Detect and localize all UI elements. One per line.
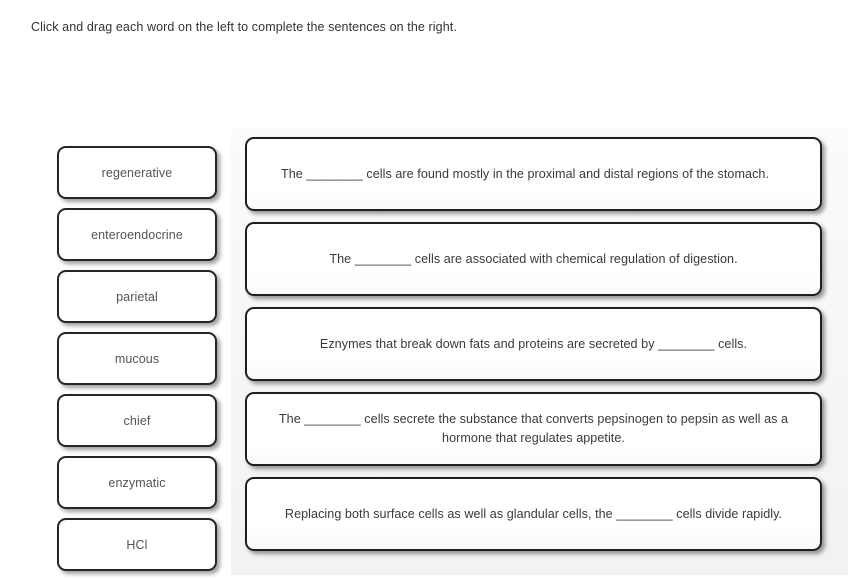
word-tile-chief[interactable]: chief xyxy=(57,394,217,447)
word-tile-label: HCl xyxy=(126,537,148,552)
word-tile-label: enzymatic xyxy=(108,475,166,490)
sentence-text: Replacing both surface cells as well as … xyxy=(284,506,783,521)
word-tile-enteroendocrine[interactable]: enteroendocrine xyxy=(57,208,217,261)
sentence-text: The ________ cells are found mostly in t… xyxy=(281,166,770,181)
sentence-text: The ________ cells are associated with c… xyxy=(329,251,738,266)
word-tile-label: enteroendocrine xyxy=(91,227,183,242)
sentence-drop-target-3[interactable]: Eznymes that break down fats and protein… xyxy=(245,307,822,381)
word-tile-label: parietal xyxy=(116,289,158,304)
word-tile-regenerative[interactable]: regenerative xyxy=(57,146,217,199)
sentence-drop-target-4[interactable]: The ________ cells secrete the substance… xyxy=(245,392,822,466)
sentence-drop-target-5[interactable]: Replacing both surface cells as well as … xyxy=(245,477,822,551)
sentence-text: The ________ cells secrete the substance… xyxy=(278,412,789,445)
instruction-text: Click and drag each word on the left to … xyxy=(31,20,457,34)
word-tile-parietal[interactable]: parietal xyxy=(57,270,217,323)
sentence-text: Eznymes that break down fats and protein… xyxy=(319,336,748,351)
word-tile-mucous[interactable]: mucous xyxy=(57,332,217,385)
sentence-list: The ________ cells are found mostly in t… xyxy=(245,137,822,562)
sentence-drop-target-2[interactable]: The ________ cells are associated with c… xyxy=(245,222,822,296)
word-bank: regenerative enteroendocrine parietal mu… xyxy=(57,146,219,580)
word-tile-label: chief xyxy=(123,413,151,428)
word-tile-label: regenerative xyxy=(101,165,173,180)
word-tile-hcl[interactable]: HCl xyxy=(57,518,217,571)
sentence-drop-target-1[interactable]: The ________ cells are found mostly in t… xyxy=(245,137,822,211)
word-tile-enzymatic[interactable]: enzymatic xyxy=(57,456,217,509)
word-tile-label: mucous xyxy=(114,351,160,366)
